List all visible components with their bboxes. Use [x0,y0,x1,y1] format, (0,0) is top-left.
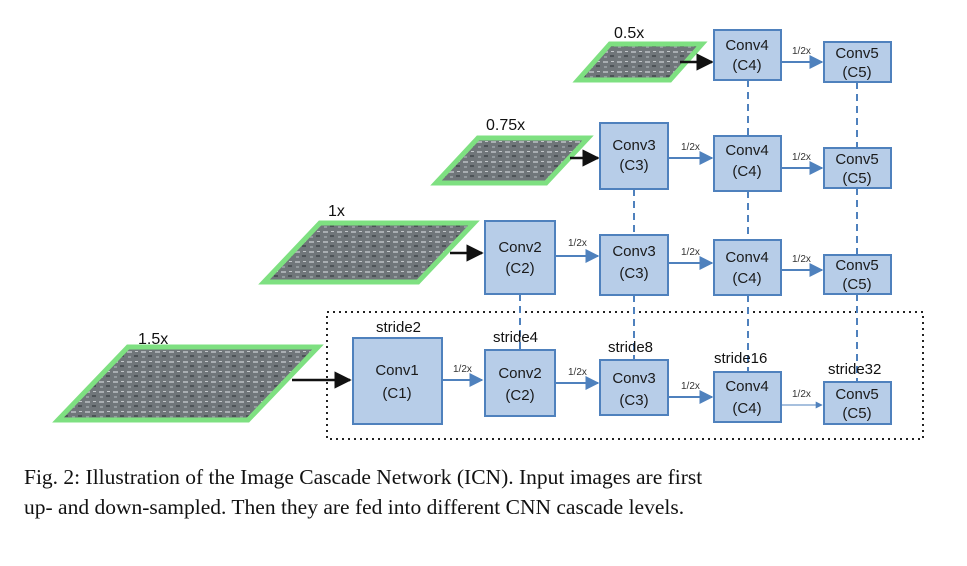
figure-caption: Fig. 2: Illustration of the Image Cascad… [24,462,954,522]
conv-name: Conv1 [375,362,418,379]
caption-line-2: up- and down-sampled. Then they are fed … [24,495,685,519]
half-label: 1/2x [681,247,700,258]
half-label: 1/2x [792,389,811,400]
conv4-box [713,239,782,296]
conv1-box [352,337,443,425]
stride-label-8: stride8 [608,339,653,356]
conv-code: (C4) [732,57,761,74]
conv-code: (C3) [619,392,648,409]
conv-name: Conv5 [835,257,878,274]
conv3-box [599,359,669,416]
conv2-box [484,349,556,417]
input-image-0-75x [430,135,594,186]
conv4-box [713,371,782,423]
conv-name: Conv3 [612,243,655,260]
half-label: 1/2x [681,381,700,392]
conv-name: Conv5 [835,45,878,62]
conv5-box [823,147,892,189]
conv3-box [599,234,669,296]
stride-label-2: stride2 [376,319,421,336]
conv-name: Conv4 [725,37,768,54]
conv4-box [713,135,782,192]
conv-name: Conv4 [725,378,768,395]
conv-name: Conv4 [725,142,768,159]
conv-boxes [352,29,892,425]
stride-label-4: stride4 [493,329,538,346]
conv-code: (C4) [732,270,761,287]
caption-line-1: Fig. 2: Illustration of the Image Cascad… [24,465,703,489]
scale-label-0-5x: 0.5x [614,25,644,42]
conv-name: Conv3 [612,370,655,387]
input-arrows [292,53,714,389]
conv-box-labels: Conv4 (C4) Conv5 (C5) Conv3 (C3) Conv4 (… [375,37,878,422]
conv-code: (C5) [842,405,871,422]
conv5-box [823,254,892,295]
input-image-0-5x [572,41,708,83]
conv-name: Conv2 [498,239,541,256]
scale-label-1-5x: 1.5x [138,331,168,348]
conv5-box [823,41,892,83]
conv-name: Conv4 [725,249,768,266]
scale-label-0-75x: 0.75x [486,117,525,134]
conv-name: Conv2 [498,365,541,382]
conv-code: (C1) [382,385,411,402]
input-image-1-5x [52,344,324,423]
input-image-1x [258,220,480,285]
conv3-box [599,122,669,190]
conv-code: (C3) [619,157,648,174]
conv5-box [823,381,892,425]
scale-label-1x: 1x [328,203,345,220]
conv2-box [484,220,556,295]
conv4-box [713,29,782,81]
conv-code: (C4) [732,400,761,417]
conv-name: Conv5 [835,386,878,403]
conv-code: (C5) [842,64,871,81]
conv-code: (C4) [732,163,761,180]
conv-code: (C3) [619,265,648,282]
half-label: 1/2x [792,46,811,57]
cascade-level-dotted-box [326,311,924,440]
stride-label-32: stride32 [828,361,881,378]
half-label: 1/2x [568,238,587,249]
conv-code: (C5) [842,170,871,187]
stride-label-16: stride16 [714,350,767,367]
icn-diagram: 0.5x 0.75x 1x 1.5x 1/2x 1/2x 1/2x 1/2x 1… [52,25,924,440]
half-label: 1/2x [792,254,811,265]
conv-code: (C5) [842,276,871,293]
conv-name: Conv3 [612,137,655,154]
half-label: 1/2x [568,367,587,378]
downsample-labels: 1/2x 1/2x 1/2x 1/2x 1/2x 1/2x 1/2x 1/2x … [453,46,811,400]
half-label: 1/2x [792,152,811,163]
downsample-arrows [442,55,824,409]
half-label: 1/2x [681,142,700,153]
half-label: 1/2x [453,364,472,375]
conv-name: Conv5 [835,151,878,168]
conv-code: (C2) [505,260,534,277]
stride-labels: stride2 stride4 stride8 stride16 stride3… [376,319,881,378]
level-connectors [519,80,858,382]
conv-code: (C2) [505,387,534,404]
